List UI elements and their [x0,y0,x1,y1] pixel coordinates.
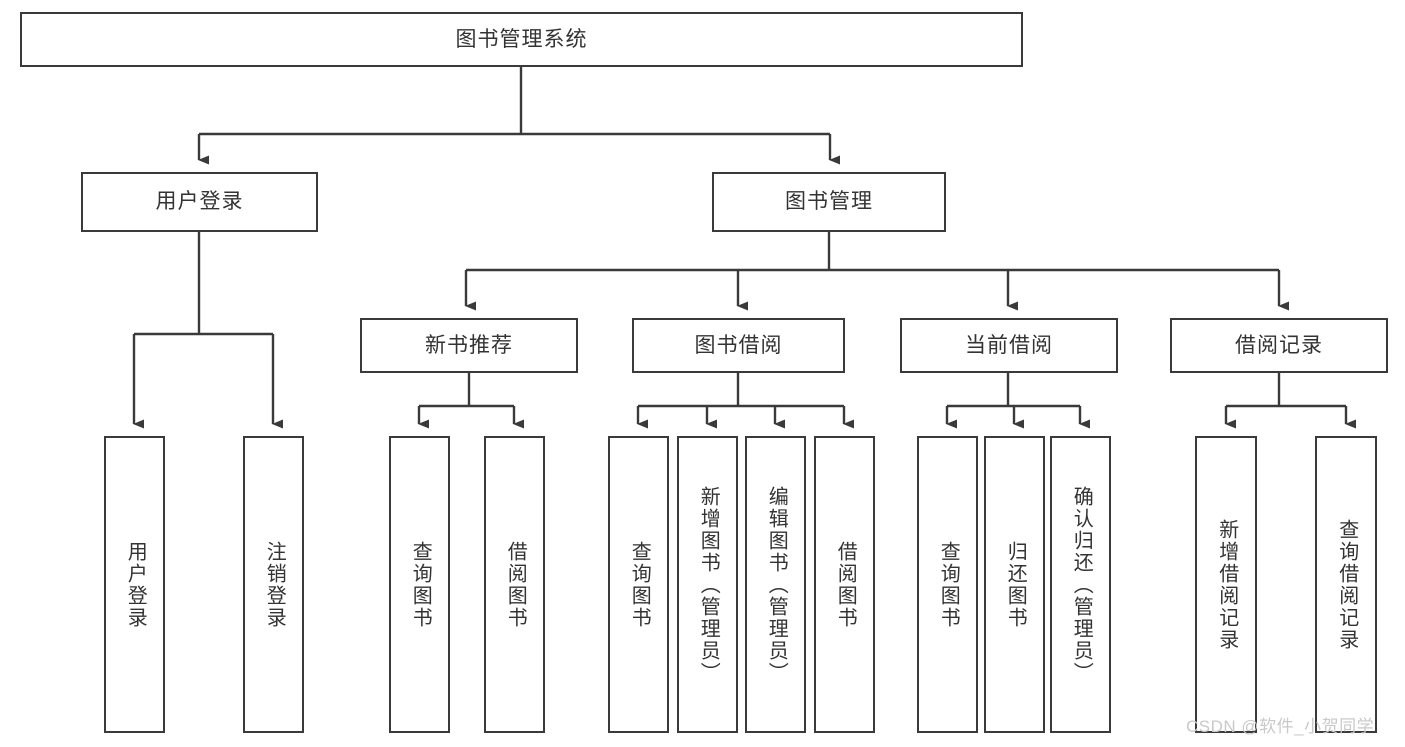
node-leaf-新增图书管理员-5[interactable]: 新增图书（管理员） [677,436,738,733]
node-label: 新增借阅记录 [1215,518,1238,651]
node-leaf-归还图书-9[interactable]: 归还图书 [984,436,1045,733]
node-level1-用户登录-0[interactable]: 用户登录 [81,172,318,232]
node-level2-新书推荐-0[interactable]: 新书推荐 [360,318,578,373]
edges-bookmgmt-to-level2 [464,232,1289,311]
node-label: 借阅图书 [504,540,527,629]
edges-borrow-to-leaves [636,373,854,429]
node-leaf-新增借阅记录-11[interactable]: 新增借阅记录 [1195,436,1257,733]
node-level2-借阅记录-3[interactable]: 借阅记录 [1170,318,1388,373]
node-label: 查询借阅记录 [1335,518,1358,651]
edges-root-to-level1 [197,67,840,165]
node-label: 借阅图书 [834,540,857,629]
node-label: 用户登录 [124,540,147,629]
node-label: 当前借阅 [965,333,1053,357]
node-label: 查询图书 [409,540,432,629]
node-label: 编辑图书（管理员） [765,485,788,684]
node-leaf-编辑图书管理员-6[interactable]: 编辑图书（管理员） [745,436,806,733]
node-level2-当前借阅-2[interactable]: 当前借阅 [900,318,1118,373]
node-leaf-查询图书-2[interactable]: 查询图书 [389,436,450,733]
node-root-label: 图书管理系统 [455,27,588,51]
node-level2-图书借阅-1[interactable]: 图书借阅 [632,318,845,373]
node-label: 查询图书 [628,540,651,629]
node-label: 确认归还（管理员） [1070,485,1093,684]
node-leaf-查询图书-8[interactable]: 查询图书 [917,436,978,733]
node-root[interactable]: 图书管理系统 [20,12,1023,67]
node-label: 归还图书 [1004,540,1027,629]
node-label: 借阅记录 [1235,333,1323,357]
node-label: 用户登录 [155,190,244,214]
node-label: 查询图书 [937,540,960,629]
edges-newbook-to-leaves [417,373,524,429]
node-leaf-借阅图书-7[interactable]: 借阅图书 [814,436,875,733]
csdn-watermark: CSDN @软件_小贺同学 [1186,717,1375,736]
node-label: 图书借阅 [694,333,783,357]
node-leaf-查询借阅记录-12[interactable]: 查询借阅记录 [1315,436,1377,733]
edges-records-to-leaves [1224,373,1356,429]
node-leaf-查询图书-4[interactable]: 查询图书 [608,436,669,733]
node-leaf-借阅图书-3[interactable]: 借阅图书 [484,436,545,733]
edges-current-to-leaves [945,373,1090,429]
node-leaf-确认归还管理员-10[interactable]: 确认归还（管理员） [1050,436,1111,733]
node-label: 新书推荐 [425,333,513,357]
edges-userlogin-to-leaves [132,232,283,429]
node-leaf-用户登录-0[interactable]: 用户登录 [104,436,165,733]
node-leaf-注销登录-1[interactable]: 注销登录 [243,436,304,733]
node-label: 注销登录 [263,540,286,629]
node-label: 新增图书（管理员） [697,485,720,684]
node-level1-图书管理-1[interactable]: 图书管理 [712,172,946,232]
node-label: 图书管理 [785,190,873,214]
